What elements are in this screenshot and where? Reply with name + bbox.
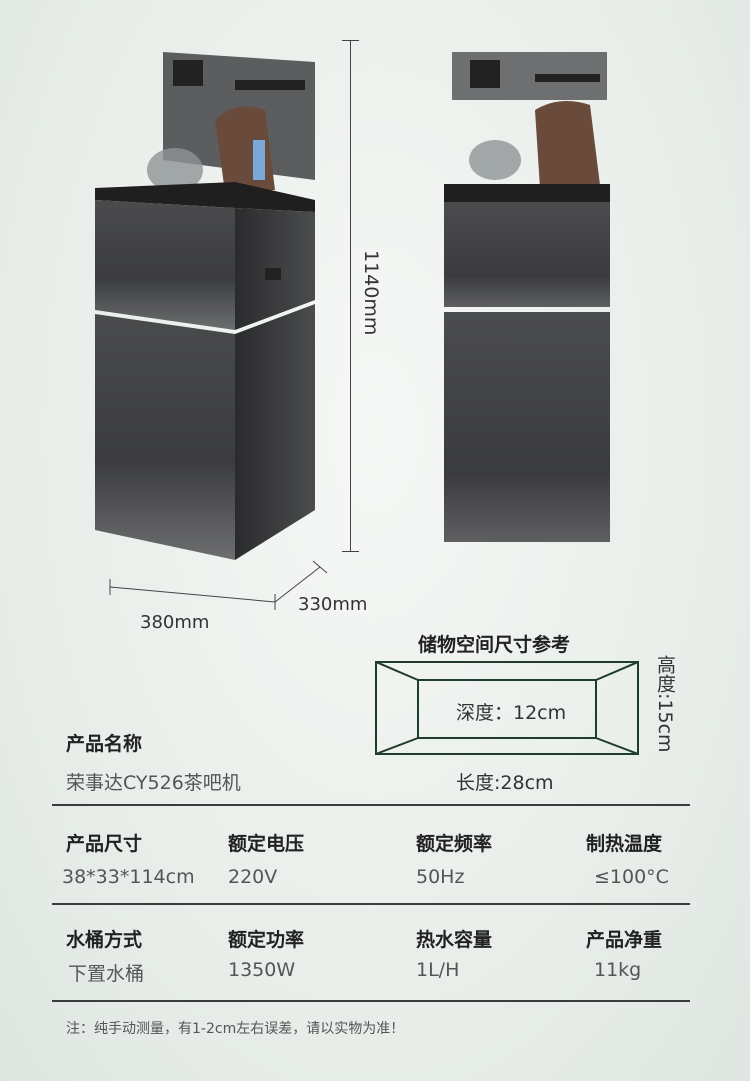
storage-title: 储物空间尺寸参考 (418, 634, 571, 656)
height-dimension-line (350, 40, 351, 552)
footnote: 注：纯手动测量，有1-2cm左右误差，请以实物为准！ (66, 1021, 405, 1037)
storage-length-label: 长度:28cm (456, 772, 554, 794)
height-label: 1140mm (360, 250, 382, 336)
spec-size-label: 产品尺寸 (66, 833, 143, 855)
product-image-angled (95, 52, 315, 560)
spec-tank-label: 水桶方式 (66, 929, 143, 951)
divider-bottom (52, 1000, 690, 1002)
spec-voltage-value: 220V (228, 866, 278, 888)
spec-capacity-label: 热水容量 (416, 929, 493, 951)
spec-voltage-label: 额定电压 (228, 833, 305, 855)
spec-frequency-label: 额定频率 (416, 833, 493, 855)
storage-depth-label: 深度：12cm (456, 702, 567, 724)
product-name-value: 荣事达CY526茶吧机 (66, 772, 241, 794)
height-tick-top (342, 40, 359, 41)
storage-diagram (375, 661, 639, 755)
spec-power-label: 额定功率 (228, 929, 305, 951)
spec-weight-value: 11kg (594, 959, 642, 981)
divider-middle (52, 903, 690, 905)
spec-capacity-value: 1L/H (416, 959, 460, 981)
product-name-label: 产品名称 (66, 733, 143, 755)
divider-top (52, 804, 690, 806)
spec-frequency-value: 50Hz (416, 866, 465, 888)
spec-size-value: 38*33*114cm (62, 866, 195, 888)
spec-power-value: 1350W (228, 959, 296, 981)
base-dimension-lines (109, 560, 328, 610)
depth-label: 330mm (298, 594, 368, 615)
product-image-front (444, 52, 610, 542)
height-tick-bottom (342, 551, 359, 552)
spec-temp-value: ≤100°C (594, 866, 669, 888)
spec-tank-value: 下置水桶 (68, 963, 145, 985)
width-label: 380mm (140, 612, 210, 633)
spec-weight-label: 产品净重 (586, 929, 663, 951)
storage-height-label: 高度:15cm (654, 655, 676, 753)
spec-temp-label: 制热温度 (586, 833, 663, 855)
